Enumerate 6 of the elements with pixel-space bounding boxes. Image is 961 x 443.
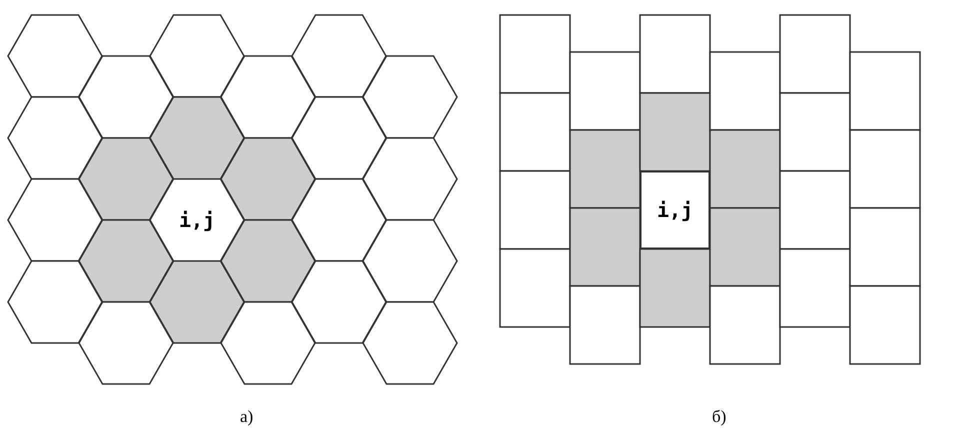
cell-label: i,j bbox=[656, 200, 694, 220]
rectangle-cell bbox=[640, 171, 710, 249]
panel-label: а) bbox=[240, 408, 254, 425]
hexagon-cell bbox=[150, 179, 244, 261]
panel-label: б) bbox=[712, 408, 726, 425]
cell-label: i,j bbox=[178, 210, 216, 230]
